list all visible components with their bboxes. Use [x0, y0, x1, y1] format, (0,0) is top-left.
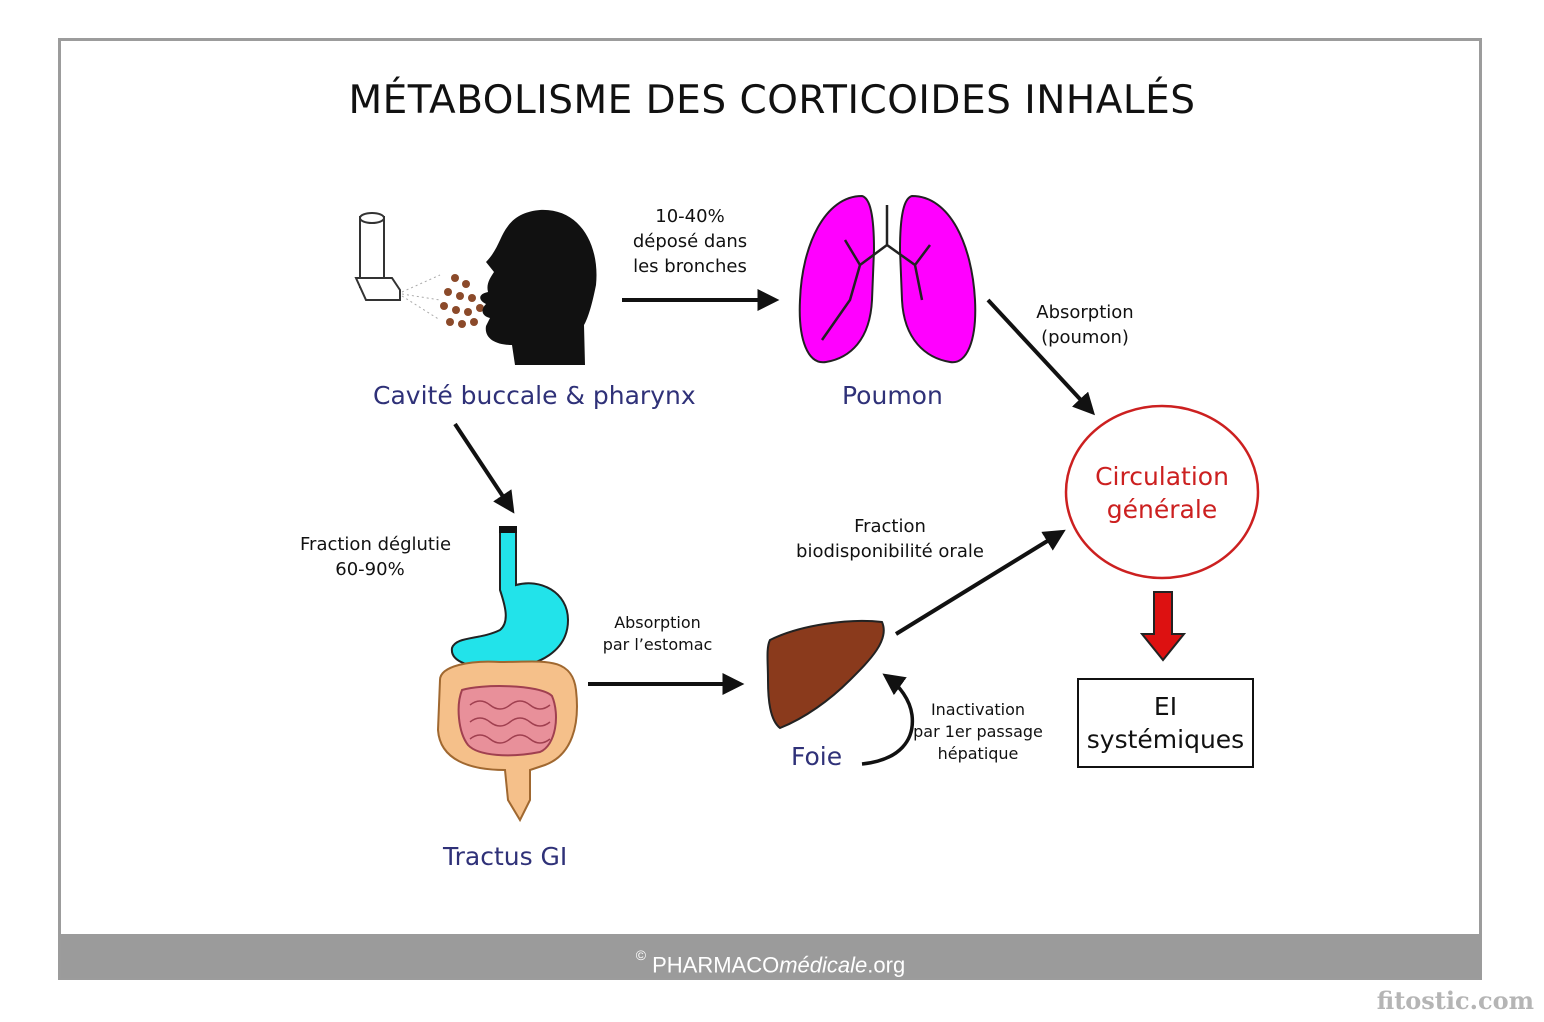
edge-label-liver-to-circulation: Fraction biodisponibilité orale: [790, 514, 990, 564]
edge-label-line: 10-40%: [655, 206, 725, 227]
edge-label-liver-self: Inactivation par 1er passage hépatique: [912, 699, 1044, 765]
esophagus-top-icon: [499, 526, 517, 533]
edge-label-line: Fraction: [854, 516, 926, 537]
circulation-circle: [1064, 404, 1260, 580]
edge-label-line: Absorption: [614, 613, 701, 632]
aerosol-particles-icon: [440, 274, 484, 328]
ei-line-2: systémiques: [1086, 725, 1245, 754]
node-label-lung: Poumon: [842, 381, 943, 410]
node-label-circulation: Circulation générale: [1062, 460, 1262, 526]
ei-line-1: EI: [1153, 692, 1178, 721]
inhaler-icon: [354, 212, 441, 321]
stomach-icon: [450, 529, 570, 670]
edge-label-line: biodisponibilité orale: [796, 541, 984, 562]
edge-label-line: les bronches: [633, 256, 747, 277]
copyright-symbol: ©: [635, 947, 647, 963]
arrow-liver-self-loop: [861, 673, 915, 766]
footer-brand-italic: médicale: [779, 952, 868, 978]
arrow-lung-to-circulation: [986, 298, 1095, 416]
circulation-line-1: Circulation: [1095, 462, 1229, 491]
node-label-mouth: Cavité buccale & pharynx: [373, 381, 696, 410]
diagram-frame: [58, 38, 1482, 980]
edge-label-line: Inactivation: [930, 700, 1026, 719]
footer-suffix: .org: [867, 952, 906, 978]
ei-systemic-box: EI systémiques: [1077, 678, 1254, 768]
edge-label-line: Fraction déglutie: [300, 534, 452, 555]
red-down-arrow-icon: [1139, 591, 1187, 662]
edge-label-line: 60-90%: [335, 559, 405, 580]
head-silhouette-icon: [480, 209, 597, 365]
edge-label-lung-to-circulation: Absorption (poumon): [1025, 300, 1145, 350]
circulation-line-2: générale: [1106, 495, 1218, 524]
edge-label-line: (poumon): [1041, 327, 1129, 348]
node-label-gi: Tractus GI: [443, 842, 568, 871]
edge-label-gi-to-liver: Absorption par l’estomac: [595, 612, 720, 656]
edge-label-line: par l’estomac: [602, 635, 713, 654]
intestines-icon: [436, 660, 578, 823]
arrow-mouth-to-gi: [453, 422, 515, 514]
arrow-liver-to-circulation: [894, 529, 1066, 636]
edge-label-mouth-to-lung: 10-40% déposé dans les bronches: [620, 204, 760, 279]
node-label-liver: Foie: [791, 742, 843, 771]
edge-label-line: Absorption: [1036, 302, 1134, 323]
edge-label-line: par 1er passage: [913, 722, 1043, 741]
footer-bar: © PHARMACOmédicale.org: [61, 934, 1480, 978]
liver-icon: [766, 619, 885, 730]
watermark: fitostic.com: [1376, 986, 1534, 1015]
diagram-title: MÉTABOLISME DES CORTICOIDES INHALÉS: [348, 78, 1196, 123]
edge-label-line: hépatique: [937, 744, 1019, 763]
edge-label-line: déposé dans: [632, 231, 748, 252]
footer-brand: PHARMACO: [652, 952, 780, 978]
lungs-icon: [798, 194, 977, 364]
edge-label-mouth-to-gi: Fraction déglutie 60-90%: [300, 532, 452, 582]
